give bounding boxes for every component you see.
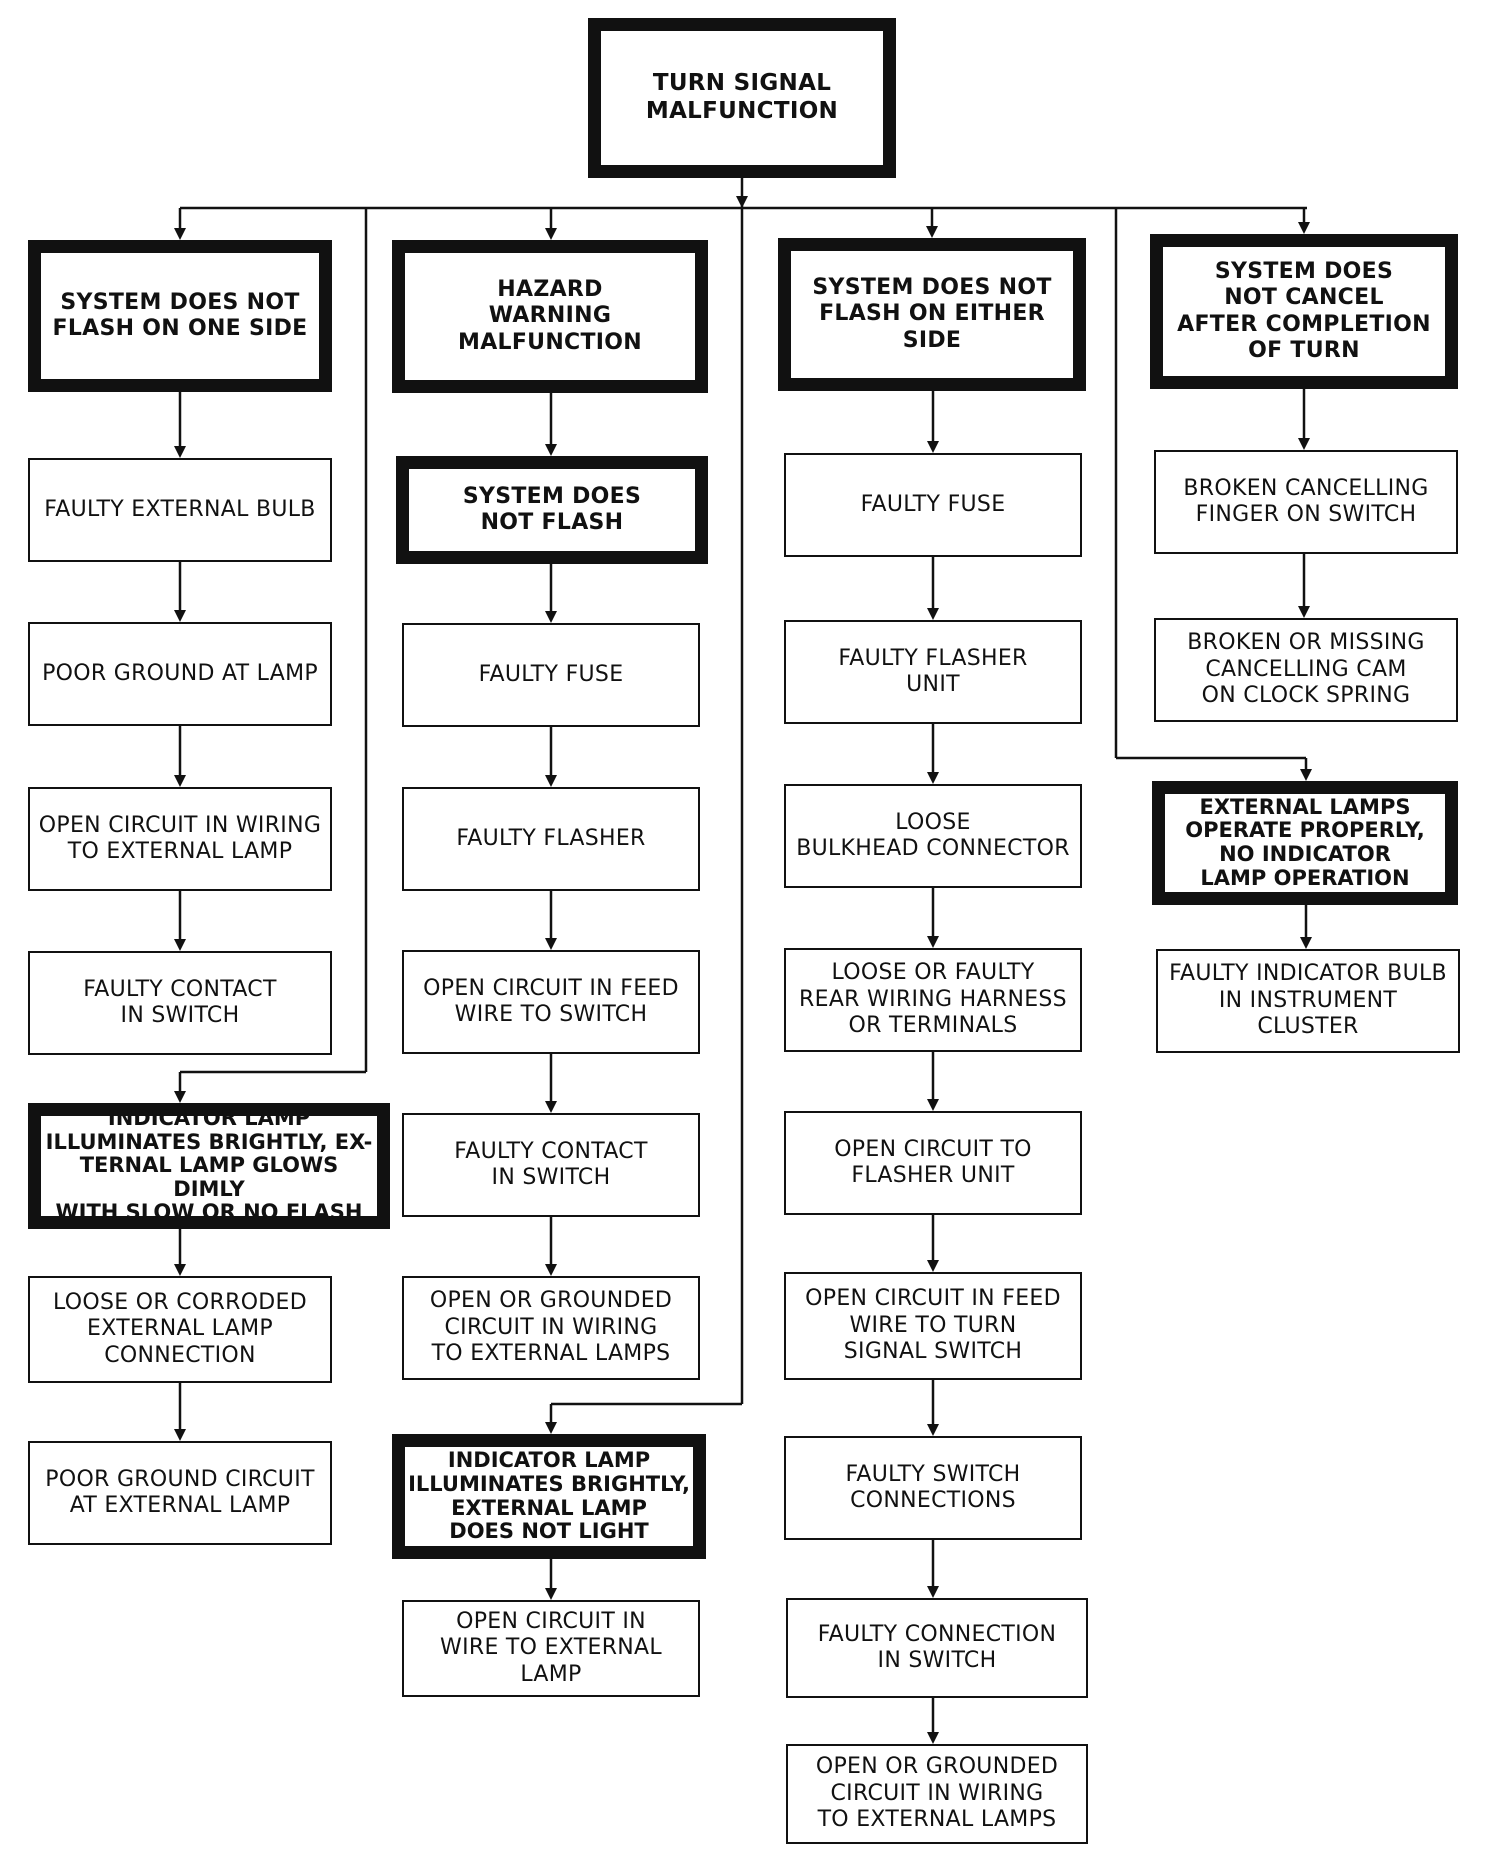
col2-step-4: FAULTY CONTACT IN SWITCH [402, 1113, 700, 1217]
arrow-head-42 [545, 1422, 557, 1434]
col2-step-3: OPEN CIRCUIT IN FEED WIRE TO SWITCH [402, 950, 700, 1054]
col1-step-1: FAULTY EXTERNAL BULB [28, 458, 332, 562]
arrow-head-6 [545, 228, 557, 240]
arrow-head-28 [545, 444, 557, 456]
col3-step-6: OPEN CIRCUIT IN FEED WIRE TO TURN SIGNAL… [784, 1272, 1082, 1380]
arrow-head-10 [1298, 222, 1310, 234]
col2-mid-header: SYSTEM DOES NOT FLASH [396, 456, 708, 564]
arrow-head-12 [174, 446, 186, 458]
col3-step-4: LOOSE OR FAULTY REAR WIRING HARNESS OR T… [784, 948, 1082, 1052]
col1-sub-step-2: POOR GROUND CIRCUIT AT EXTERNAL LAMP [28, 1441, 332, 1545]
col2-sub-header: INDICATOR LAMP ILLUMINATES BRIGHTLY, EXT… [392, 1434, 706, 1559]
col3-step-7: FAULTY SWITCH CONNECTIONS [784, 1436, 1082, 1540]
arrow-head-8 [926, 226, 938, 238]
col2-step-1: FAULTY FUSE [402, 623, 700, 727]
arrow-head-38 [545, 1264, 557, 1276]
arrow-head-46 [927, 441, 939, 453]
root-node: TURN SIGNAL MALFUNCTION [588, 18, 896, 178]
col3-header: SYSTEM DOES NOT FLASH ON EITHER SIDE [778, 238, 1086, 391]
col1-sub-header: INDICATOR LAMP ILLUMINATES BRIGHTLY, EX-… [28, 1103, 390, 1229]
arrow-head-32 [545, 775, 557, 787]
arrow-head-36 [545, 1101, 557, 1113]
arrow-head-22 [174, 1091, 186, 1103]
col4-step-2: BROKEN OR MISSING CANCELLING CAM ON CLOC… [1154, 618, 1458, 722]
col1-header: SYSTEM DOES NOT FLASH ON ONE SIDE [28, 240, 332, 392]
arrow-head-70 [1300, 769, 1312, 781]
arrow-head-64 [1298, 438, 1310, 450]
arrow-head-54 [927, 1099, 939, 1111]
col3-step-3: LOOSE BULKHEAD CONNECTOR [784, 784, 1082, 888]
col4-sub-step-1: FAULTY INDICATOR BULB IN INSTRUMENT CLUS… [1156, 949, 1460, 1053]
col3-step-9: OPEN OR GROUNDED CIRCUIT IN WIRING TO EX… [786, 1744, 1088, 1844]
arrow-head-1 [736, 196, 748, 208]
arrow-head-30 [545, 611, 557, 623]
arrow-head-50 [927, 772, 939, 784]
col3-step-8: FAULTY CONNECTION IN SWITCH [786, 1598, 1088, 1698]
arrow-head-56 [927, 1260, 939, 1272]
arrow-head-16 [174, 775, 186, 787]
col1-step-2: POOR GROUND AT LAMP [28, 622, 332, 726]
col2-header: HAZARD WARNING MALFUNCTION [392, 240, 708, 393]
col2-step-2: FAULTY FLASHER [402, 787, 700, 891]
col3-step-2: FAULTY FLASHER UNIT [784, 620, 1082, 724]
col4-sub-header: EXTERNAL LAMPS OPERATE PROPERLY, NO INDI… [1152, 781, 1458, 905]
arrow-head-18 [174, 939, 186, 951]
arrow-head-58 [927, 1424, 939, 1436]
col1-step-4: FAULTY CONTACT IN SWITCH [28, 951, 332, 1055]
col4-step-1: BROKEN CANCELLING FINGER ON SWITCH [1154, 450, 1458, 554]
col1-step-3: OPEN CIRCUIT IN WIRING TO EXTERNAL LAMP [28, 787, 332, 891]
col2-step-5: OPEN OR GROUNDED CIRCUIT IN WIRING TO EX… [402, 1276, 700, 1380]
arrow-head-26 [174, 1429, 186, 1441]
arrow-head-4 [174, 228, 186, 240]
arrow-head-14 [174, 610, 186, 622]
arrow-head-44 [545, 1588, 557, 1600]
arrow-head-34 [545, 938, 557, 950]
col3-step-1: FAULTY FUSE [784, 453, 1082, 557]
col4-header: SYSTEM DOES NOT CANCEL AFTER COMPLETION … [1150, 234, 1458, 389]
col3-step-5: OPEN CIRCUIT TO FLASHER UNIT [784, 1111, 1082, 1215]
arrow-head-48 [927, 608, 939, 620]
arrow-head-24 [174, 1264, 186, 1276]
arrow-head-52 [927, 936, 939, 948]
arrow-head-60 [927, 1586, 939, 1598]
arrow-head-62 [927, 1732, 939, 1744]
col2-sub-step-1: OPEN CIRCUIT IN WIRE TO EXTERNAL LAMP [402, 1600, 700, 1697]
arrow-head-72 [1300, 937, 1312, 949]
arrow-head-66 [1298, 606, 1310, 618]
col1-sub-step-1: LOOSE OR CORRODED EXTERNAL LAMP CONNECTI… [28, 1276, 332, 1383]
